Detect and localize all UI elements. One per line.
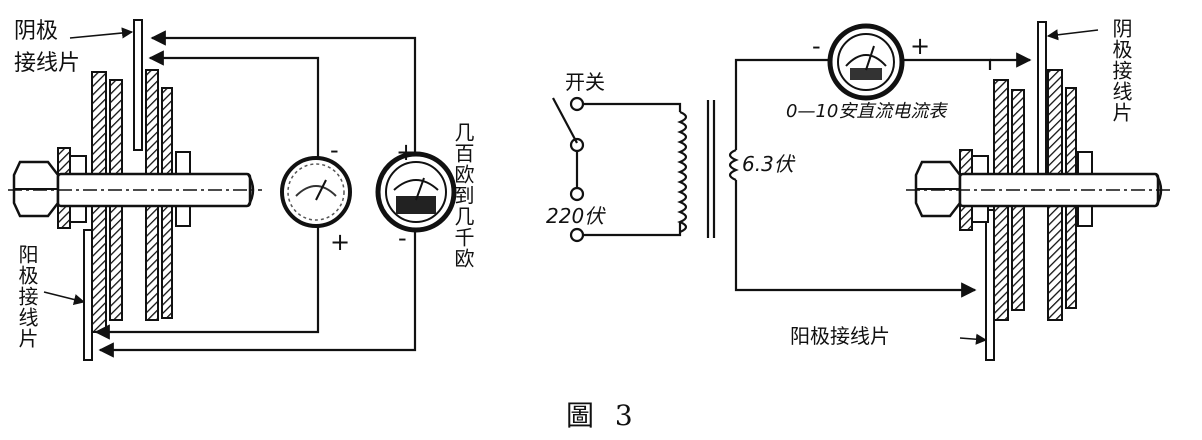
right-anode-tab-label: 阳极接线片: [790, 324, 890, 348]
leader-lines: [43, 27, 1099, 345]
cathode-tab-strip: [133, 19, 143, 151]
ammeter-label: 0—10安直流电流表: [786, 101, 947, 122]
mains-voltage-label: 220伏: [546, 204, 605, 228]
ammeter-plus: +: [910, 32, 931, 60]
anode-tab-strip: [985, 209, 995, 361]
right-cathode-tab-label: 阴极接线片: [1109, 18, 1133, 123]
cathode-tab-label-line1: 阴极: [14, 19, 59, 44]
large-meter-plus: +: [396, 138, 417, 166]
figure-caption: 圖 3: [566, 399, 639, 432]
ammeter-minus: -: [812, 32, 821, 60]
secondary-voltage-label: 6.3伏: [742, 152, 794, 176]
large-meter-minus: -: [398, 224, 407, 252]
left-wiring: [94, 30, 417, 358]
small-meter-icon: [280, 156, 352, 228]
secondary-wiring: [734, 52, 1032, 298]
cathode-tab-strip: [1037, 21, 1047, 183]
switch-label: 开关: [565, 70, 605, 94]
large-meter-icon: [375, 151, 457, 233]
ammeter-icon: [827, 23, 905, 101]
resistance-meter-label: 几百欧到几千欧: [451, 122, 475, 269]
cathode-tab-label-line2: 接线片: [14, 51, 81, 76]
left-assembly: [8, 19, 262, 361]
primary-wiring: [575, 102, 682, 237]
small-meter-plus: +: [330, 228, 351, 256]
transformer-icon: [677, 100, 739, 238]
small-meter-minus: -: [330, 136, 339, 164]
anode-tab-label: 阳极接线片: [15, 244, 39, 349]
anode-tab-strip: [83, 229, 93, 361]
right-assembly: [906, 21, 1170, 361]
